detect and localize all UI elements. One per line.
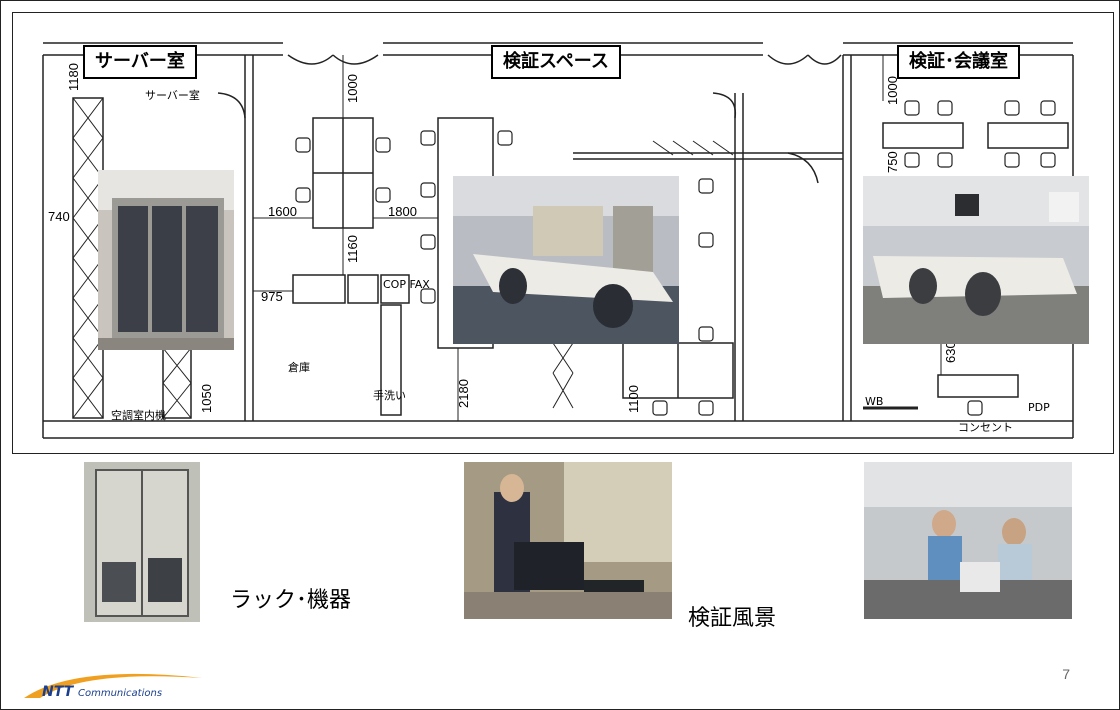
storage-annotation: 倉庫 <box>288 360 310 374</box>
ntt-communications-logo: NTT Communications <box>14 668 204 704</box>
sink-annotation: 手洗い <box>373 388 406 402</box>
dim-1800: 1800 <box>388 204 417 219</box>
dim-1100: 1100 <box>626 385 641 413</box>
dim-630: 630 <box>943 341 958 363</box>
outlet-annotation: コンセント <box>958 421 1013 434</box>
dim-975: 975 <box>261 289 283 304</box>
testing-scene-photo <box>464 462 672 619</box>
dim-1160: 1160 <box>345 235 360 263</box>
svg-text:Communications: Communications <box>78 688 162 699</box>
copy-fax-annotation: COP FAX <box>383 278 430 291</box>
dim-1180: 1180 <box>66 63 81 91</box>
page-number: 7 <box>1062 666 1070 682</box>
meeting-scene-photo <box>864 462 1072 619</box>
dim-1000a: 1000 <box>345 74 360 103</box>
dim-750: 750 <box>885 151 900 173</box>
wb-annotation: WB <box>865 395 883 408</box>
dim-1050: 1050 <box>199 384 214 413</box>
hvac-annotation: 空調室内機 <box>111 408 166 422</box>
room-label-meeting: 検証･会議室 <box>897 45 1020 79</box>
room-label-server: サーバー室 <box>83 45 197 79</box>
meeting-room-photo <box>863 176 1089 344</box>
pdp-annotation: PDP <box>1028 401 1050 414</box>
rack-equipment-photo <box>84 462 200 622</box>
server-room-photo <box>98 170 234 350</box>
svg-text:NTT: NTT <box>42 684 75 700</box>
room-label-test-space: 検証スペース <box>491 45 621 79</box>
testing-caption: 検証風景 <box>688 606 777 631</box>
dim-740: 740 <box>48 209 70 224</box>
rack-caption: ラック･機器 <box>230 588 352 613</box>
dim-1000b: 1000 <box>885 76 900 105</box>
floor-plan: 1180 740 1600 1800 1000 1160 975 2180 10… <box>12 12 1114 454</box>
dim-2180: 2180 <box>456 379 471 408</box>
server-room-annotation: サーバー室 <box>145 88 200 102</box>
dim-1600: 1600 <box>268 204 297 219</box>
test-space-photo <box>453 176 679 344</box>
floor-plan-drawing: 1180 740 1600 1800 1000 1160 975 2180 10… <box>42 42 1074 439</box>
